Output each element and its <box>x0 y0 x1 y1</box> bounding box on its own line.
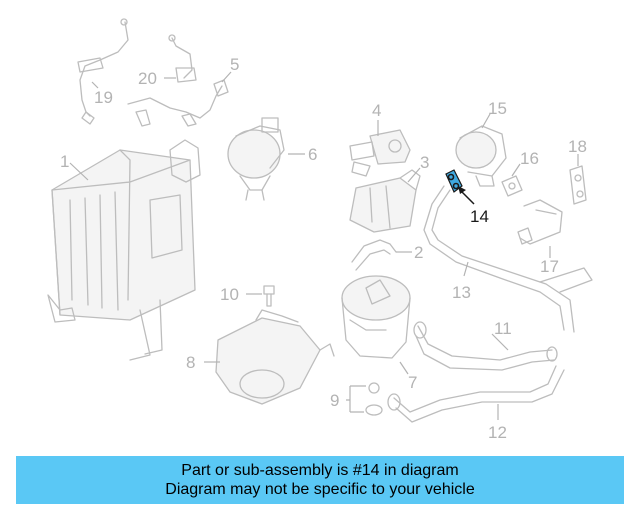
part-3-bracket <box>349 169 421 233</box>
callout-19: 19 <box>94 88 113 107</box>
banner-line-1: Part or sub-assembly is #14 in diagram <box>181 462 459 479</box>
callout-2: 2 <box>414 243 423 262</box>
part-7-secondary-air-pump <box>341 275 411 359</box>
part-10-bolt <box>263 285 275 307</box>
part-5-wiring-harness <box>127 79 229 127</box>
part-1-charcoal-canister <box>47 139 201 361</box>
callout-3: 3 <box>420 153 429 172</box>
callout-10: 10 <box>220 285 239 304</box>
callout-1: 1 <box>60 152 69 171</box>
callout-20: 20 <box>138 69 157 88</box>
part-14-gasket-highlighted <box>445 169 463 193</box>
info-banner: Part or sub-assembly is #14 in diagram D… <box>16 456 624 504</box>
part-16-gasket <box>501 175 523 197</box>
callout-18: 18 <box>568 137 587 156</box>
part-17-air-pipe <box>517 199 563 245</box>
part-13-air-pipe <box>423 185 593 333</box>
banner-line-2: Diagram may not be specific to your vehi… <box>165 481 475 498</box>
callout-8: 8 <box>186 353 195 372</box>
callout-14: 14 <box>470 207 489 226</box>
callout-15: 15 <box>488 99 507 118</box>
callout-17: 17 <box>540 257 559 276</box>
callout-6: 6 <box>308 145 317 164</box>
part-12-air-pipe <box>387 365 565 423</box>
part-20-oxygen-sensor <box>168 34 197 83</box>
callout-4: 4 <box>372 101 381 120</box>
part-9-grommet <box>365 382 383 416</box>
part-11-air-hose <box>413 321 558 371</box>
part-2-hose <box>351 239 397 271</box>
part-6-purge-valve <box>227 117 285 201</box>
callout-12: 12 <box>488 423 507 442</box>
callout-14-arrowhead <box>458 186 466 194</box>
part-19-oxygen-sensor <box>77 18 129 125</box>
exploded-parts-diagram: 1 19 20 5 <box>47 18 593 442</box>
callout-16: 16 <box>520 149 539 168</box>
part-15-combination-valve <box>455 125 507 187</box>
callout-9: 9 <box>330 391 339 410</box>
callout-5: 5 <box>230 55 239 74</box>
callout-11: 11 <box>494 319 512 338</box>
callout-7: 7 <box>408 373 417 392</box>
part-8-mounting-bracket <box>215 309 335 405</box>
part-4-check-valve <box>349 129 411 177</box>
part-18-gasket <box>569 165 587 205</box>
callout-13: 13 <box>452 283 471 302</box>
